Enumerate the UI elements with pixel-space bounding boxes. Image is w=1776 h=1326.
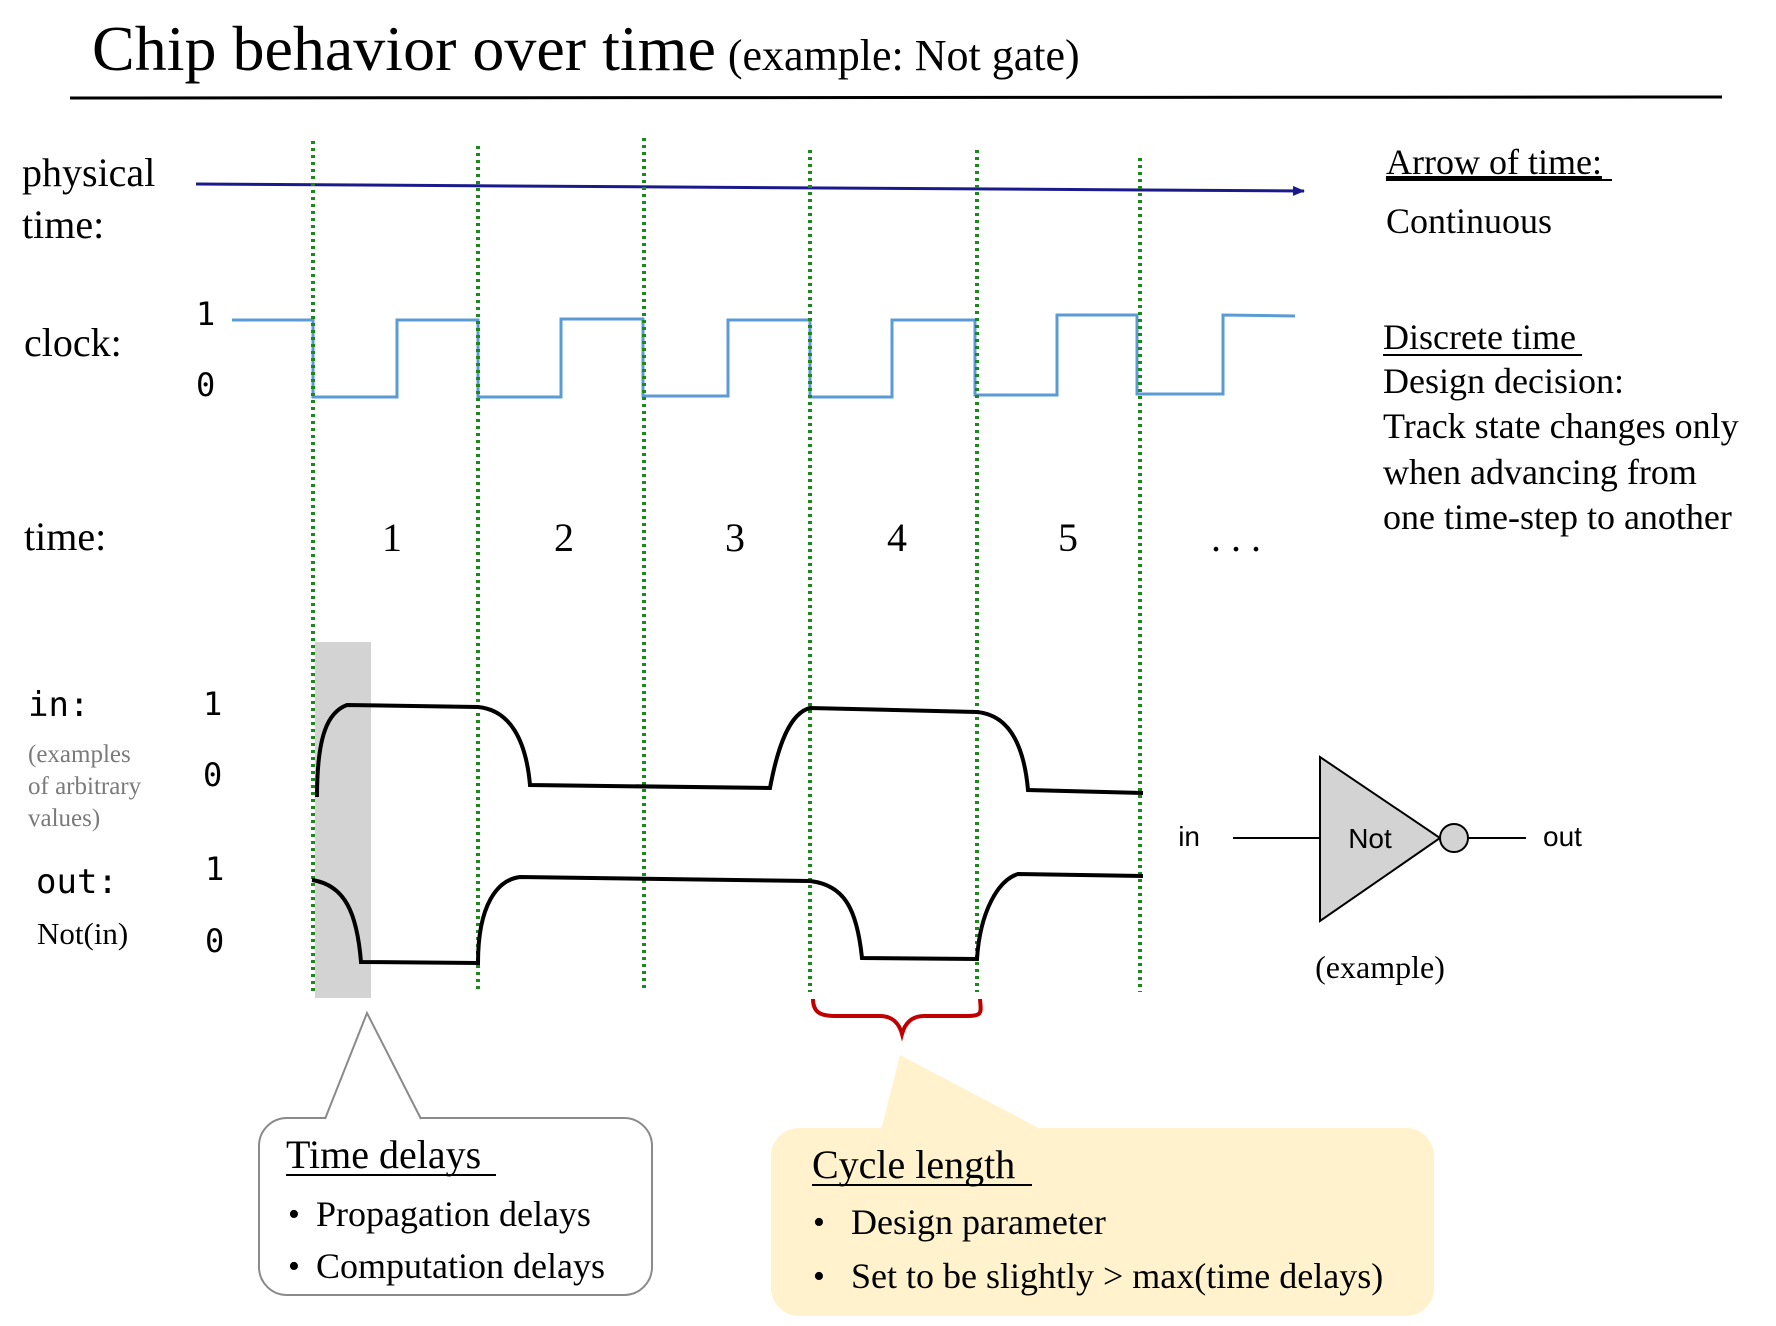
slide-title: Chip behavior over time(example: Not gat… (92, 13, 1080, 84)
bullet: • (288, 1248, 300, 1285)
time-step-ellipsis: . . . (1211, 515, 1261, 560)
time-step-5: 5 (1058, 515, 1078, 560)
bullet: • (813, 1204, 825, 1241)
cycle-length-heading: Cycle length (812, 1142, 1015, 1187)
physical-time-label: physical time: (22, 150, 165, 247)
bullet: • (813, 1258, 825, 1295)
time-delays-pointer (324, 1010, 422, 1120)
in-level-0: 0 (203, 756, 222, 794)
in-level-1: 1 (203, 685, 222, 723)
arrow-of-time-heading: Arrow of time: (1386, 142, 1602, 182)
time-arrow (195, 182, 1305, 196)
discrete-time-text: Design decision: Track state changes onl… (1383, 361, 1748, 537)
gate-out-label: out (1543, 821, 1582, 852)
delay-highlight (315, 642, 371, 998)
in-note: (examples of arbitrary values) (28, 741, 147, 832)
out-label: out: (36, 862, 118, 902)
cycle-length-item-2: Set to be slightly > max(time delays) (851, 1256, 1383, 1296)
time-step-3: 3 (725, 515, 745, 560)
arrow-of-time-text: Continuous (1386, 201, 1552, 241)
cycle-length-callout: Cycle length • Design parameter • Set to… (771, 1055, 1434, 1316)
slide-title-sub: (example: Not gate) (728, 31, 1080, 80)
time-delays-item-2: Computation delays (316, 1246, 605, 1286)
cycle-brace (811, 998, 983, 1042)
in-label: in: (28, 685, 89, 725)
time-label: time: (24, 514, 106, 559)
not-gate-symbol (1319, 755, 1442, 923)
gate-in-label: in (1178, 821, 1200, 852)
bullet: • (288, 1196, 300, 1233)
clock-level-0: 0 (196, 366, 215, 404)
title-underline (69, 95, 1723, 100)
gate-caption: (example) (1315, 949, 1445, 985)
time-delays-heading: Time delays (286, 1132, 481, 1177)
inversion-bubble (1439, 823, 1469, 853)
time-delays-box (258, 1117, 653, 1296)
clock-label: clock: (24, 320, 122, 365)
out-note: Not(in) (37, 916, 128, 951)
out-level-1: 1 (205, 850, 224, 888)
clock-level-1: 1 (196, 295, 215, 333)
cycle-length-pointer (880, 1055, 1050, 1134)
cycle-length-box (771, 1128, 1434, 1316)
slide-title-main: Chip behavior over time (92, 13, 716, 84)
in-waveform (315, 702, 1144, 798)
clock-waveform (232, 313, 1296, 399)
time-delays-item-1: Propagation delays (316, 1194, 591, 1234)
cycle-length-item-1: Design parameter (851, 1202, 1106, 1242)
gate-name: Not (1348, 823, 1392, 854)
time-step-1: 1 (382, 515, 402, 560)
time-delays-callout: Time delays • Propagation delays • Compu… (258, 1010, 653, 1296)
out-waveform (311, 871, 1144, 966)
discrete-time-heading: Discrete time (1383, 317, 1576, 357)
step-dividers (311, 138, 1142, 992)
time-step-4: 4 (887, 515, 907, 560)
time-step-2: 2 (554, 515, 574, 560)
not-gate-diagram: in Not out (example) (1178, 755, 1582, 985)
out-level-0: 0 (205, 922, 224, 960)
